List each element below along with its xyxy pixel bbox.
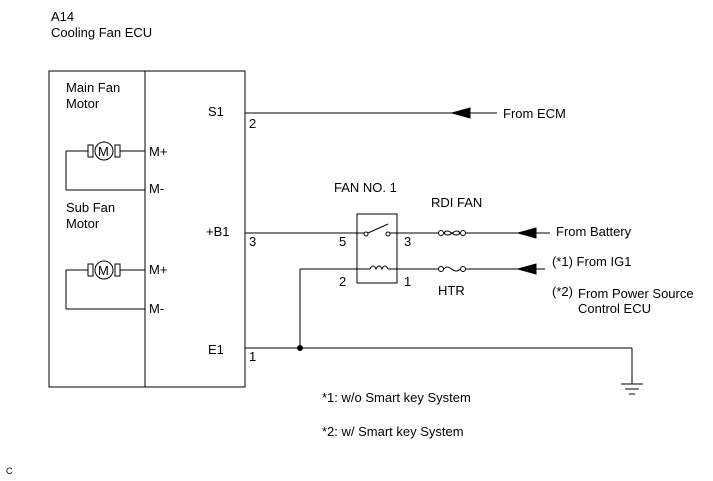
ig1-arrow-left-icon <box>516 263 537 275</box>
rdi-fan-label: RDI FAN <box>431 195 482 210</box>
sub-m-plus-label: M+ <box>149 262 167 277</box>
ecm-arrow-left-icon <box>450 107 471 119</box>
from-ig1-label: (*1) From IG1 <box>552 254 631 269</box>
relay-pin-5: 5 <box>339 234 346 249</box>
main-motor-symbol: M <box>98 144 109 159</box>
relay-pin-1: 1 <box>404 274 411 289</box>
sub-fan-label-1: Sub Fan <box>66 200 115 215</box>
htr-fuse-icon <box>438 266 466 272</box>
main-fan-label-1: Main Fan <box>66 80 120 95</box>
corner-mark: C <box>6 466 13 476</box>
psc-label-2: Control ECU <box>578 301 651 316</box>
s1-wire <box>245 107 497 119</box>
psc-label-1: From Power Source <box>578 286 694 301</box>
sub-fan-motor-icon <box>65 260 145 310</box>
note-1: *1: w/o Smart key System <box>322 390 471 405</box>
e1-pin-number: 1 <box>249 349 256 364</box>
b1-pin-number: 3 <box>249 234 256 249</box>
ground-icon <box>621 383 643 395</box>
e1-terminal-label: E1 <box>208 342 224 357</box>
relay-box <box>356 213 398 284</box>
relay-switch-icon <box>363 223 391 237</box>
ecu-box <box>48 70 246 388</box>
s1-terminal-label: S1 <box>208 104 224 119</box>
main-fan-label-2: Motor <box>66 96 100 111</box>
main-m-plus-label: M+ <box>149 144 167 159</box>
battery-arrow-left-icon <box>516 227 537 239</box>
rdi-fan-fuse-icon <box>438 230 466 236</box>
s1-pin-number: 2 <box>249 116 256 131</box>
relay-pin-3: 3 <box>404 234 411 249</box>
relay-coil-icon <box>369 265 389 271</box>
psc-marker: (*2) <box>552 284 573 299</box>
component-name: Cooling Fan ECU <box>51 25 152 40</box>
note-2: *2: w/ Smart key System <box>322 424 464 439</box>
from-battery-label: From Battery <box>556 224 632 239</box>
sub-fan-label-2: Motor <box>66 216 100 231</box>
sub-m-minus-label: M- <box>149 301 164 316</box>
relay-pin-2: 2 <box>339 274 346 289</box>
main-m-minus-label: M- <box>149 181 164 196</box>
sub-motor-symbol: M <box>98 263 109 278</box>
main-fan-motor-icon <box>65 141 145 191</box>
connector-code: A14 <box>51 9 74 24</box>
relay-name: FAN NO. 1 <box>334 180 397 195</box>
htr-label: HTR <box>438 283 465 298</box>
from-ecm-label: From ECM <box>503 106 566 121</box>
b1-terminal-label: +B1 <box>206 224 230 239</box>
